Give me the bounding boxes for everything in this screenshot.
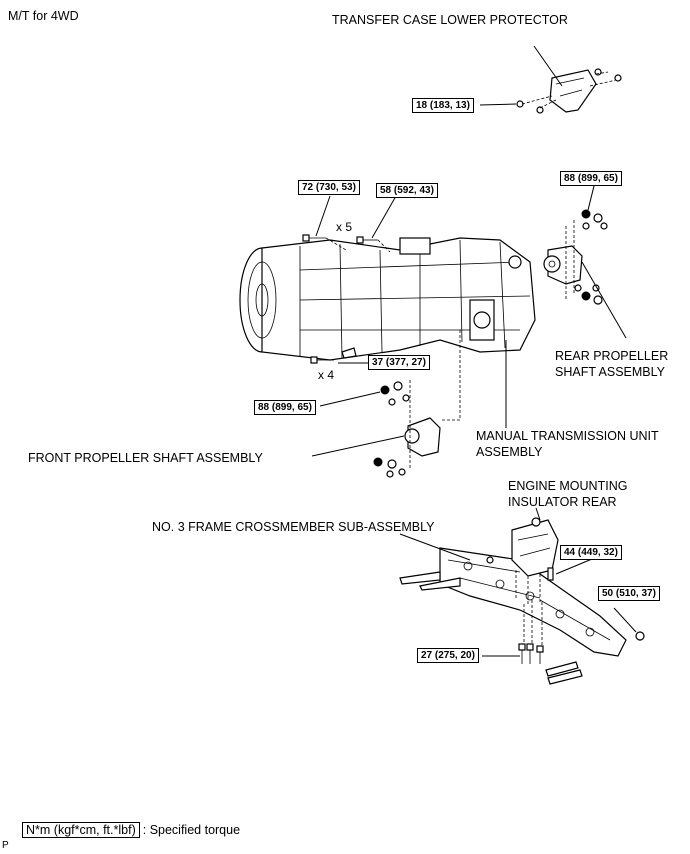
torque-rear-shaft: 88 (899, 65): [560, 171, 622, 186]
torque-insulator: 44 (449, 32): [560, 545, 622, 560]
manual-transmission-label-1: MANUAL TRANSMISSION UNIT: [476, 429, 659, 443]
multiplier-x5: x 5: [336, 220, 353, 234]
torque-58: 58 (592, 43): [376, 183, 438, 198]
frame-crossmember-label: NO. 3 FRAME CROSSMEMBER SUB-ASSEMBLY: [152, 520, 435, 534]
rear-propeller-shaft: [543, 185, 627, 339]
housing-bolts: [302, 195, 397, 364]
variant-label: M/T for 4WD: [8, 9, 79, 23]
transfer-case-lower-protector-label: TRANSFER CASE LOWER PROTECTOR: [332, 13, 568, 27]
torque-crossmember-bolt: 27 (275, 20): [417, 648, 479, 663]
torque-72: 72 (730, 53): [298, 180, 360, 195]
legend-box: N*m (kgf*cm, ft.*lbf): [22, 822, 140, 838]
frame-crossmember: [399, 533, 645, 685]
rear-propeller-shaft-label-1: REAR PROPELLER: [555, 349, 669, 363]
torque-protector: 18 (183, 13): [412, 98, 474, 113]
manual-transmission-unit: [239, 237, 536, 428]
manual-transmission-label-2: ASSEMBLY: [476, 445, 543, 459]
torque-front-shaft: 88 (899, 65): [254, 400, 316, 415]
torque-37: 37 (377, 27): [368, 355, 430, 370]
multiplier-x4: x 4: [318, 368, 335, 382]
engine-mounting-label-2: INSULATOR REAR: [508, 495, 617, 509]
front-propeller-shaft-label: FRONT PROPELLER SHAFT ASSEMBLY: [28, 451, 263, 465]
front-propeller-shaft: [311, 330, 461, 478]
legend-text: : Specified torque: [142, 823, 241, 837]
engine-mounting-insulator: [511, 507, 605, 604]
torque-legend: N*m (kgf*cm, ft.*lbf): Specified torque: [22, 822, 240, 838]
rear-propeller-shaft-label-2: SHAFT ASSEMBLY: [555, 365, 665, 379]
torque-crossmember-nut: 50 (510, 37): [598, 586, 660, 601]
footer-mark: P: [2, 840, 9, 851]
transfer-case-lower-protector: [479, 45, 622, 114]
engine-mounting-label-1: ENGINE MOUNTING: [508, 479, 628, 493]
